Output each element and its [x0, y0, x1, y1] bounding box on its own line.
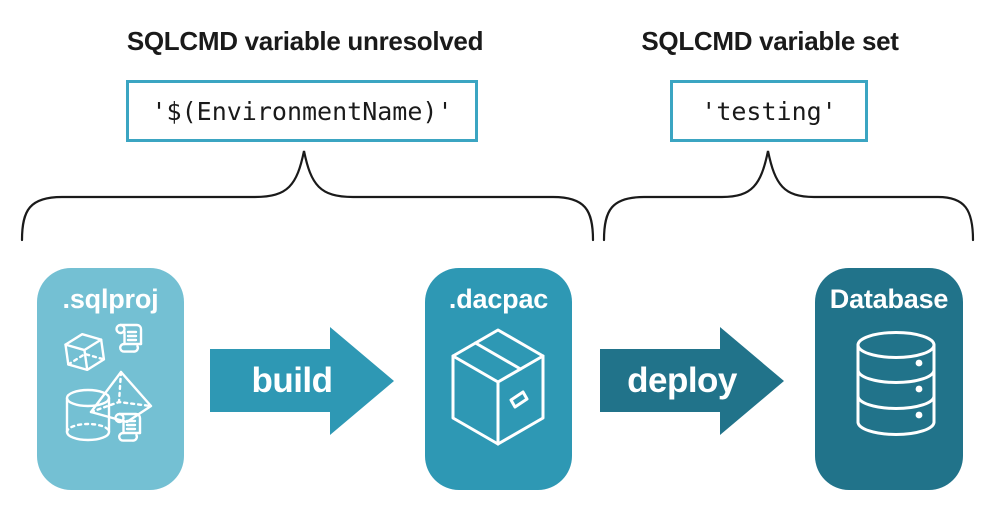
stage-sqlproj: .sqlproj [37, 268, 184, 490]
build-arrow-shape [210, 327, 394, 435]
unresolved-variable-value: '$(EnvironmentName)' [151, 96, 453, 126]
left-heading: SQLCMD variable unresolved [126, 26, 484, 56]
right-brace [602, 150, 975, 242]
stage-sqlproj-label: .sqlproj [62, 284, 159, 314]
stage-database-label: Database [829, 284, 949, 314]
grouping-braces [20, 150, 975, 242]
database-cylinder-icon [852, 330, 940, 443]
stage-dacpac-label: .dacpac [448, 284, 549, 314]
resolved-variable-box: 'testing' [670, 80, 868, 142]
sql-objects-and-scripts-icon [61, 320, 153, 451]
stage-database: Database [815, 268, 963, 490]
stage-dacpac: .dacpac [425, 268, 572, 490]
package-box-icon [447, 326, 550, 455]
resolved-variable-value: 'testing' [701, 96, 837, 126]
unresolved-variable-box: '$(EnvironmentName)' [126, 80, 478, 142]
deploy-arrow-shape [600, 327, 784, 435]
deploy-arrow: deploy [599, 326, 785, 436]
left-brace [20, 150, 595, 242]
build-arrow: build [209, 326, 395, 436]
build-arrow-label: build [251, 360, 333, 400]
deploy-arrow-label: deploy [627, 360, 737, 400]
right-heading: SQLCMD variable set [641, 26, 899, 56]
